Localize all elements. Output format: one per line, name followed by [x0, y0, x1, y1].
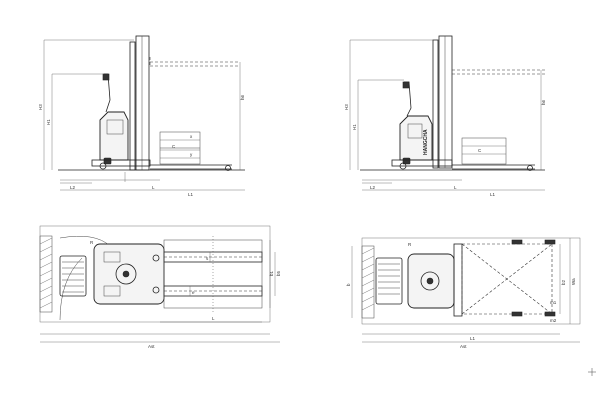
dim-l2-left: L2: [70, 185, 76, 190]
corner-mark-icon: [588, 368, 596, 376]
dim-x-left: x: [190, 134, 193, 139]
plan-view-left: [39, 225, 280, 343]
dim-l1-left: L1: [188, 192, 194, 197]
dim-c-right: C: [478, 148, 482, 153]
dim-h6-left: h6: [240, 94, 245, 100]
dim-r-left: R: [90, 240, 94, 245]
brand-label: HANGCHA: [423, 129, 429, 155]
dim-h3-left: H3: [38, 104, 43, 110]
dim-l1-plan-right: L1: [470, 336, 476, 341]
dim-r-right: R: [408, 242, 412, 247]
dim-b1-left: b1: [269, 270, 274, 276]
dim-c-left: C: [172, 144, 176, 149]
dim-h1-left: H1: [46, 119, 51, 125]
dim-l2-right: L2: [370, 185, 376, 190]
dim-ast-left: Ast: [148, 344, 155, 349]
plan-view-right: [351, 237, 581, 343]
dim-y-left: y: [190, 152, 193, 157]
dim-l-right: L: [454, 185, 457, 190]
dim-h3-right: H3: [344, 104, 349, 110]
side-view-left: [43, 35, 245, 191]
dim-b-right: b: [346, 283, 351, 286]
dim-e-left: e: [192, 290, 195, 295]
dim-wa-right: Wa: [571, 278, 576, 285]
dim-b2-right: b2: [561, 279, 566, 285]
side-view-right: [349, 35, 545, 191]
dim-l1-right: L1: [490, 192, 496, 197]
dim-h1-right: H1: [352, 124, 357, 130]
dim-b5-left: b5: [276, 270, 281, 276]
dim-s-left: s: [206, 256, 209, 261]
dim-m1-right: m1: [550, 300, 557, 305]
dim-m2-right: m2: [550, 318, 557, 323]
dim-ast-right: Ast: [460, 344, 467, 349]
dim-l6-left: L: [212, 316, 215, 321]
dim-h6-right: h6: [541, 99, 546, 105]
dim-l-left: L: [152, 185, 155, 190]
